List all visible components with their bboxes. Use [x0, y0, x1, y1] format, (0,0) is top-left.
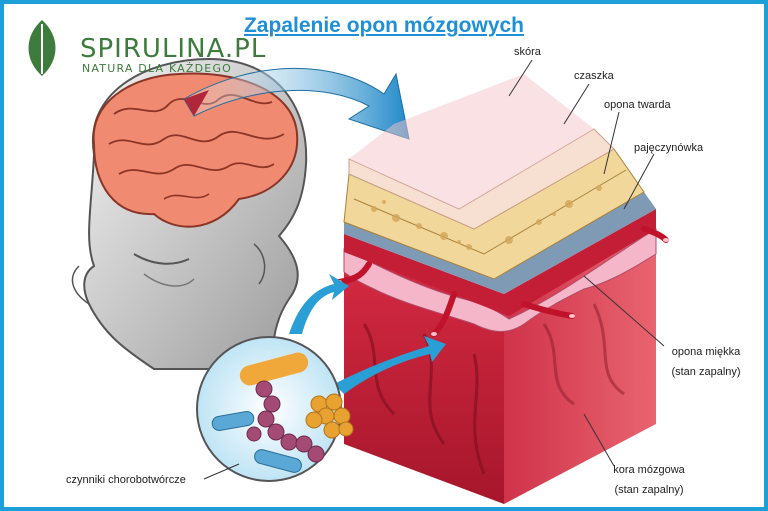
label-pathogens: czynniki chorobotwórcze — [66, 474, 186, 486]
blue-bacillus-icon — [211, 411, 302, 473]
brain-icon — [92, 72, 299, 228]
label-arachnoid: pajęczynówka — [634, 142, 704, 154]
label-skull: czaszka — [574, 70, 614, 82]
logo: SPIRULINA.PL NATURA DLA KAŻDEGO — [20, 18, 265, 88]
logo-brand: SPIRULINA.PL — [80, 34, 267, 64]
label-pia: opona miękka (stan zapalny) — [664, 346, 748, 378]
page-title: Zapalenie opon mózgowych — [243, 14, 525, 37]
streptococcus-icon — [246, 380, 325, 463]
label-cortex-line2: (stan zapalny) — [614, 484, 684, 496]
label-cortex-line1: kora mózgowa — [613, 464, 685, 476]
label-pia-line1: opona miękka — [671, 346, 741, 358]
illustration — [71, 57, 669, 504]
label-skin: skóra — [514, 46, 541, 58]
label-cortex: kora mózgowa (stan zapalny) — [604, 464, 694, 496]
logo-tagline: NATURA DLA KAŻDEGO — [82, 62, 233, 75]
label-pia-line2: (stan zapalny) — [671, 366, 741, 378]
leaf-icon — [28, 20, 56, 76]
tissue-block — [336, 74, 669, 504]
leader-lines — [203, 59, 665, 480]
staphylococcus-icon — [305, 393, 354, 439]
pathogen-circle — [196, 274, 446, 482]
label-dura: opona twarda — [604, 99, 671, 111]
bacillus-icon — [239, 352, 309, 386]
